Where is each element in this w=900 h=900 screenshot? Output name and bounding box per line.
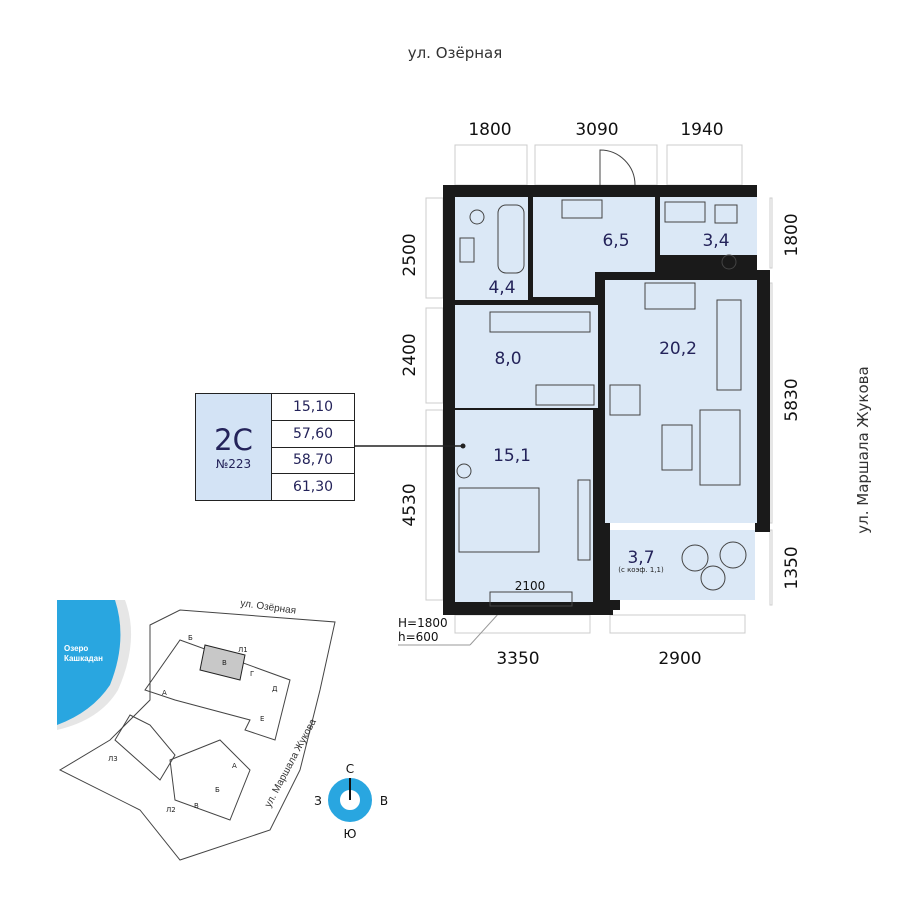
street-top: ул. Озёрная [408,44,503,62]
area-value: 61,30 [292,479,334,496]
area-hall: 8,0 [494,349,521,369]
window-icon [489,591,573,607]
dim-left-2: 2400 [400,333,420,376]
apartment-number: №223 [215,457,252,471]
armchair-icon [681,544,709,572]
area-bedroom: 15,1 [493,446,531,466]
compass-east: В [380,794,388,808]
room-bathroom [455,197,528,300]
compass-north: С [346,762,354,776]
site-label-e: Е [260,715,264,723]
area-bathroom: 4,4 [488,278,515,298]
compass-west: З [314,794,322,808]
tv-stand-icon [577,479,591,561]
dim-bottom-1: 3350 [496,649,539,669]
balcony-note: (с коэф. 1,1) [618,566,664,574]
area-balcony: 3,7 [627,548,654,568]
shelf-icon [561,199,603,219]
compass-icon: С Ю З В [314,762,388,841]
lake-label-2: Кашкадан [64,654,103,663]
street-right: ул. Маршала Жукова [854,366,872,533]
area-bathroom2: 3,4 [702,231,729,251]
dim-top-3: 1940 [680,120,723,140]
coffee-table-icon [661,424,693,471]
site-label-v2: В [194,802,199,810]
room-kitchen-living [605,280,757,523]
dim-left-3: 4530 [400,483,420,526]
lake [57,600,121,725]
window-height-h: h=600 [398,630,439,644]
area-corridor: 6,5 [602,231,629,251]
highlighted-section [199,644,246,681]
apartment-areas: 15,10 57,60 58,70 61,30 [272,394,354,500]
room-hall [455,305,598,408]
kitchen-counter-icon [716,299,742,391]
dim-top-1: 1800 [468,120,511,140]
site-label-b: Б [188,634,193,642]
site-label-v: В [222,659,227,667]
dim-right-1: 1800 [782,213,802,256]
shoe-rack-icon [535,384,595,406]
site-label-d: Д [272,685,278,693]
area-value: 15,10 [272,394,354,421]
water-heater-icon [721,254,737,270]
site-label-l2: Л2 [166,806,176,814]
site-label-b2: Б [215,786,220,794]
bed-icon [458,487,540,553]
wardrobe-icon [489,311,591,333]
site-street-right: ул. Маршала Жукова [263,717,319,809]
toilet-icon [469,209,485,225]
window-height-H: H=1800 [398,616,448,630]
room-corridor [533,197,655,272]
bathtub-icon [497,204,525,274]
sink2-icon [664,201,706,223]
apartment-type-panel: 2С №223 [196,394,272,500]
room-bedroom [455,410,593,602]
sofa-icon [699,409,741,486]
apartment-info-card: 2С №223 15,10 57,60 58,70 61,30 [195,393,355,501]
site-label-a2: А [232,762,237,770]
dining-table-icon [609,384,641,416]
lake-label-1: Озеро [64,644,88,653]
site-label-l3: Л3 [108,755,118,763]
stove-icon [644,282,696,310]
area-value: 58,70 [272,448,354,475]
site-label-a: А [162,689,167,697]
room-balcony [610,530,755,600]
dim-right-3: 1350 [782,546,802,589]
fixtures [456,149,747,607]
room-bathroom2 [660,197,757,255]
compass-south: Ю [344,827,357,841]
armchair-icon [719,541,747,569]
dim-left-1: 2500 [400,233,420,276]
area-value: 57,60 [272,421,354,448]
entrance-door-icon [599,149,636,186]
apartment-type: 2С [214,423,253,457]
dim-right-2: 5830 [782,378,802,421]
sink-icon [459,237,475,263]
dim-bottom-2: 2900 [658,649,701,669]
site-street-top: ул. Озёрная [240,598,297,617]
side-table-icon [700,565,726,591]
rooms [455,197,757,602]
area-kitchen-living: 20,2 [659,339,697,359]
window-width: 2100 [515,579,546,593]
toilet2-icon [714,204,738,224]
site-label-l1: Л1 [238,646,248,654]
site-map: Озеро Кашкадан Б В Л1 Г Д Е А Л3 Л2 В Б … [57,598,336,861]
dim-top-2: 3090 [575,120,618,140]
site-label-g: Г [250,670,254,678]
washing-machine-icon [456,463,472,479]
